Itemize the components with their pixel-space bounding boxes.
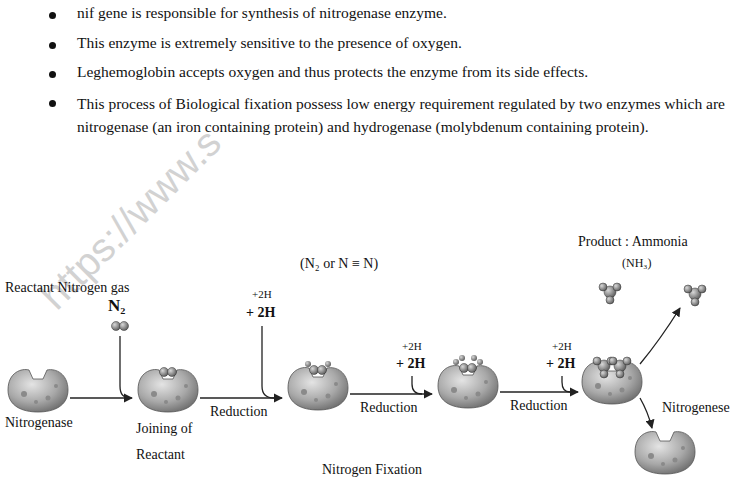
nitrogen-molecule — [112, 322, 129, 331]
step-label: Reduction — [510, 398, 568, 415]
nitrogen-symbol: N₂ — [108, 296, 125, 316]
reaction-arrows — [70, 308, 680, 428]
bullet-text: This enzyme is extremely sensitive to th… — [77, 34, 462, 53]
bullet-dot — [49, 71, 56, 78]
bullet-text: nif gene is responsible for synthesis of… — [77, 4, 447, 23]
enzyme-label: Nitrogenese — [662, 400, 730, 417]
bullet-dot — [49, 42, 56, 49]
ammonia-molecule — [684, 285, 706, 306]
step-label: Reduction — [360, 400, 418, 417]
bullet-text: This process of Biological fixation poss… — [77, 92, 725, 139]
enzyme-blob — [8, 370, 68, 412]
reactant-label: Reactant Nitrogen gas — [5, 280, 129, 297]
bound-cluster — [453, 355, 483, 373]
hydrogen-small: +2H — [402, 340, 422, 353]
ammonia-formula: (NH₃) — [622, 256, 652, 270]
bullet-text: Leghemoglobin accepts oxygen and thus pr… — [77, 63, 588, 82]
ammonia-molecule — [599, 283, 621, 304]
enzyme-label: Nitrogenase — [5, 415, 73, 432]
hydrogen-bold: + 2H — [546, 356, 575, 373]
joining-label: Joining of Reactant — [136, 416, 216, 468]
caption: Nitrogen Fixation — [322, 462, 422, 479]
bound-nitrogen — [160, 368, 177, 377]
step-label: Reduction — [210, 404, 268, 421]
nitrogen-formula: (N₂ or N ≡ N) — [300, 256, 378, 273]
hydrogen-bold: + 2H — [396, 356, 425, 373]
hydrogen-bold: + 2H — [246, 305, 275, 322]
enzyme-blob — [438, 366, 498, 408]
bound-cluster — [593, 357, 631, 378]
enzyme-blob — [288, 368, 348, 410]
enzyme-blob — [635, 432, 695, 474]
bullet-dot — [49, 100, 56, 107]
enzyme-blob — [582, 362, 642, 404]
hydrogen-small: +2H — [552, 340, 572, 353]
bullet-dot — [49, 12, 56, 19]
product-label: Product : Ammonia — [578, 234, 688, 251]
bound-cluster — [305, 361, 331, 375]
hydrogen-small: +2H — [252, 288, 272, 301]
enzyme-blob — [138, 370, 198, 412]
